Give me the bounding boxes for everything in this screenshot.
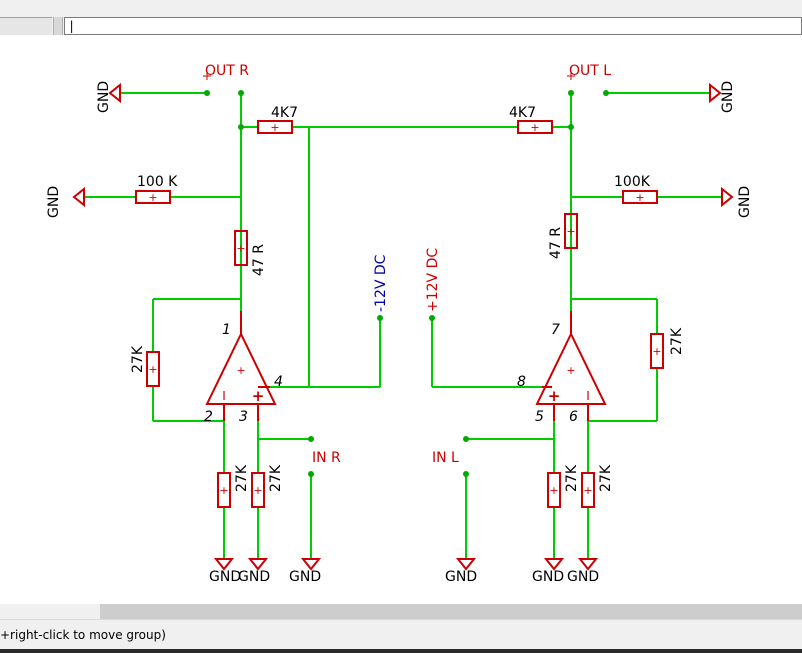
command-input[interactable]: |: [64, 17, 802, 35]
toolbar-splitter[interactable]: [53, 17, 63, 35]
svg-text:+: +: [566, 364, 575, 377]
svg-text:27K: 27K: [268, 464, 284, 492]
schematic-drawing[interactable]: + +: [0, 35, 802, 604]
label-neg-12v: -12V DC: [373, 254, 389, 312]
label-out-r: OUT R: [205, 63, 249, 79]
resistor-27k-feedback-left[interactable]: [650, 333, 664, 369]
svg-text:8: 8: [517, 374, 526, 390]
svg-text:4: 4: [274, 374, 283, 390]
resistor-27k-in-left-b[interactable]: [581, 472, 595, 508]
svg-text:27K: 27K: [598, 464, 614, 492]
resistor-100k-right[interactable]: [135, 190, 171, 205]
gnd-symbol-top-left[interactable]: [108, 82, 121, 104]
svg-text:5: 5: [535, 409, 544, 425]
gnd-symbol-top-right[interactable]: [709, 82, 722, 104]
svg-text:47 R: 47 R: [251, 244, 267, 276]
svg-text:GND: GND: [532, 569, 564, 585]
svg-text:I: I: [222, 389, 226, 403]
svg-text:3: 3: [239, 409, 248, 425]
svg-text:7: 7: [551, 322, 560, 338]
resistor-27k-in-right-a[interactable]: [217, 472, 231, 508]
svg-text:100K: 100K: [614, 174, 651, 190]
gnd-symbol-bottom-6[interactable]: [579, 558, 597, 570]
svg-text:27K: 27K: [564, 464, 580, 492]
svg-text:100 K: 100 K: [137, 174, 178, 190]
opamp-right[interactable]: + I +: [205, 311, 277, 421]
toolbar: |: [0, 0, 802, 36]
svg-text:GND: GND: [445, 569, 477, 585]
resistor-27k-in-left-a[interactable]: [547, 472, 561, 508]
svg-text:GND: GND: [209, 569, 241, 585]
horizontal-scrollbar[interactable]: [0, 604, 802, 619]
svg-text:2: 2: [204, 409, 213, 425]
gnd-symbol-mid-left[interactable]: [72, 186, 85, 208]
svg-text:6: 6: [569, 409, 578, 425]
svg-text:GND: GND: [567, 569, 599, 585]
gnd-symbol-bottom-2[interactable]: [249, 558, 267, 570]
status-bar: +right-click to move group): [0, 619, 802, 650]
toolbar-panel: [0, 17, 52, 36]
window-bottom-edge: [0, 649, 802, 653]
label-in-l: IN L: [432, 450, 459, 466]
opamp-left[interactable]: + + I: [535, 311, 607, 421]
resistor-27k-feedback-right[interactable]: [146, 351, 160, 387]
svg-text:GND: GND: [46, 186, 62, 218]
resistor-100k-left[interactable]: [622, 190, 658, 205]
svg-text:+: +: [548, 387, 561, 405]
gnd-symbol-bottom-1[interactable]: [215, 558, 233, 570]
label-pos-12v: +12V DC: [425, 248, 441, 312]
label-out-l: OUT L: [569, 63, 611, 79]
svg-text:47 R: 47 R: [548, 227, 564, 259]
wires: [84, 92, 722, 559]
gnd-symbol-bottom-3[interactable]: [302, 558, 320, 570]
gnd-symbol-mid-right[interactable]: [721, 186, 734, 208]
value-labels: 4K7 4K7 100 K 100K 47 R 47 R 27K 27K 27K…: [130, 105, 685, 492]
svg-text:GND: GND: [720, 81, 736, 113]
svg-text:GND: GND: [96, 81, 112, 113]
pin-numbers: 1 2 3 4 5 6 7 8: [204, 322, 578, 425]
svg-text:4K7: 4K7: [509, 105, 536, 121]
svg-text:+: +: [252, 387, 265, 405]
gnd-symbol-bottom-4[interactable]: [457, 558, 475, 570]
svg-text:+: +: [236, 364, 245, 377]
svg-text:1: 1: [222, 322, 231, 338]
junction-nodes: [204, 90, 609, 477]
svg-text:GND: GND: [737, 186, 753, 218]
resistor-27k-in-right-b[interactable]: [251, 472, 265, 508]
gnd-labels: GND GND GND GND GND GND GND GND GND GND: [46, 81, 753, 585]
schematic-canvas[interactable]: + +: [0, 35, 802, 604]
svg-text:GND: GND: [289, 569, 321, 585]
scrollbar-thumb[interactable]: [100, 604, 802, 619]
label-in-r: IN R: [312, 450, 341, 466]
svg-text:I: I: [586, 389, 590, 403]
resistor-4k7-right[interactable]: [257, 120, 293, 135]
svg-text:27K: 27K: [130, 345, 146, 373]
svg-text:27K: 27K: [669, 327, 685, 355]
gnd-symbol-bottom-5[interactable]: [545, 558, 563, 570]
resistor-4k7-left[interactable]: [517, 120, 553, 135]
svg-text:4K7: 4K7: [271, 105, 298, 121]
status-text: +right-click to move group): [0, 628, 166, 642]
svg-text:27K: 27K: [234, 464, 250, 492]
svg-text:GND: GND: [238, 569, 270, 585]
port-labels: OUT R OUT L IN R IN L: [203, 63, 611, 466]
